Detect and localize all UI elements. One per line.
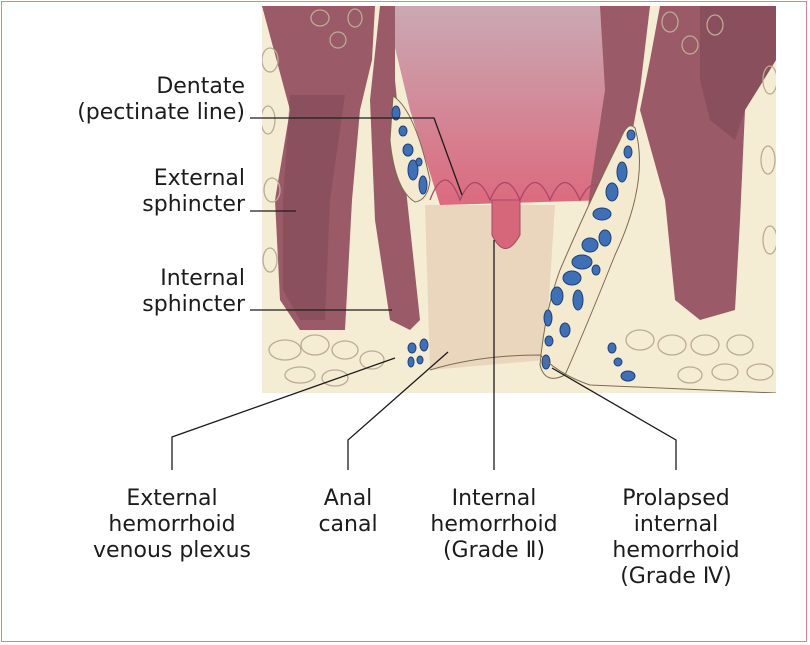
label-prolapsed-hemorrhoid: Prolapsed internal hemorrhoid (Grade Ⅳ) [612,486,740,589]
external-plexus-leader [171,357,396,470]
fat-lobules [262,8,776,387]
label-anal-canal: Anal canal [318,486,378,537]
label-external-sphincter: External sphincter [142,166,245,217]
rectum [385,6,640,205]
label-external-plexus: External hemorrhoid venous plexus [92,486,251,563]
label-dentate: Dentate (pectinate line) [77,74,245,125]
dentate-leader [250,117,463,196]
label-internal-hemorrhoid: Internal hemorrhoid (Grade Ⅱ) [430,486,558,563]
internal-hemorrhoid-shape [491,199,521,249]
anal-canal-leader [347,351,449,470]
anal-canal-lumen [425,205,555,370]
internal-venous-plexus [391,105,428,195]
leader-lines [171,117,677,470]
prolapsed-leader [551,367,677,470]
label-internal-sphincter: Internal sphincter [142,266,245,317]
external-venous-plexus [407,338,429,368]
